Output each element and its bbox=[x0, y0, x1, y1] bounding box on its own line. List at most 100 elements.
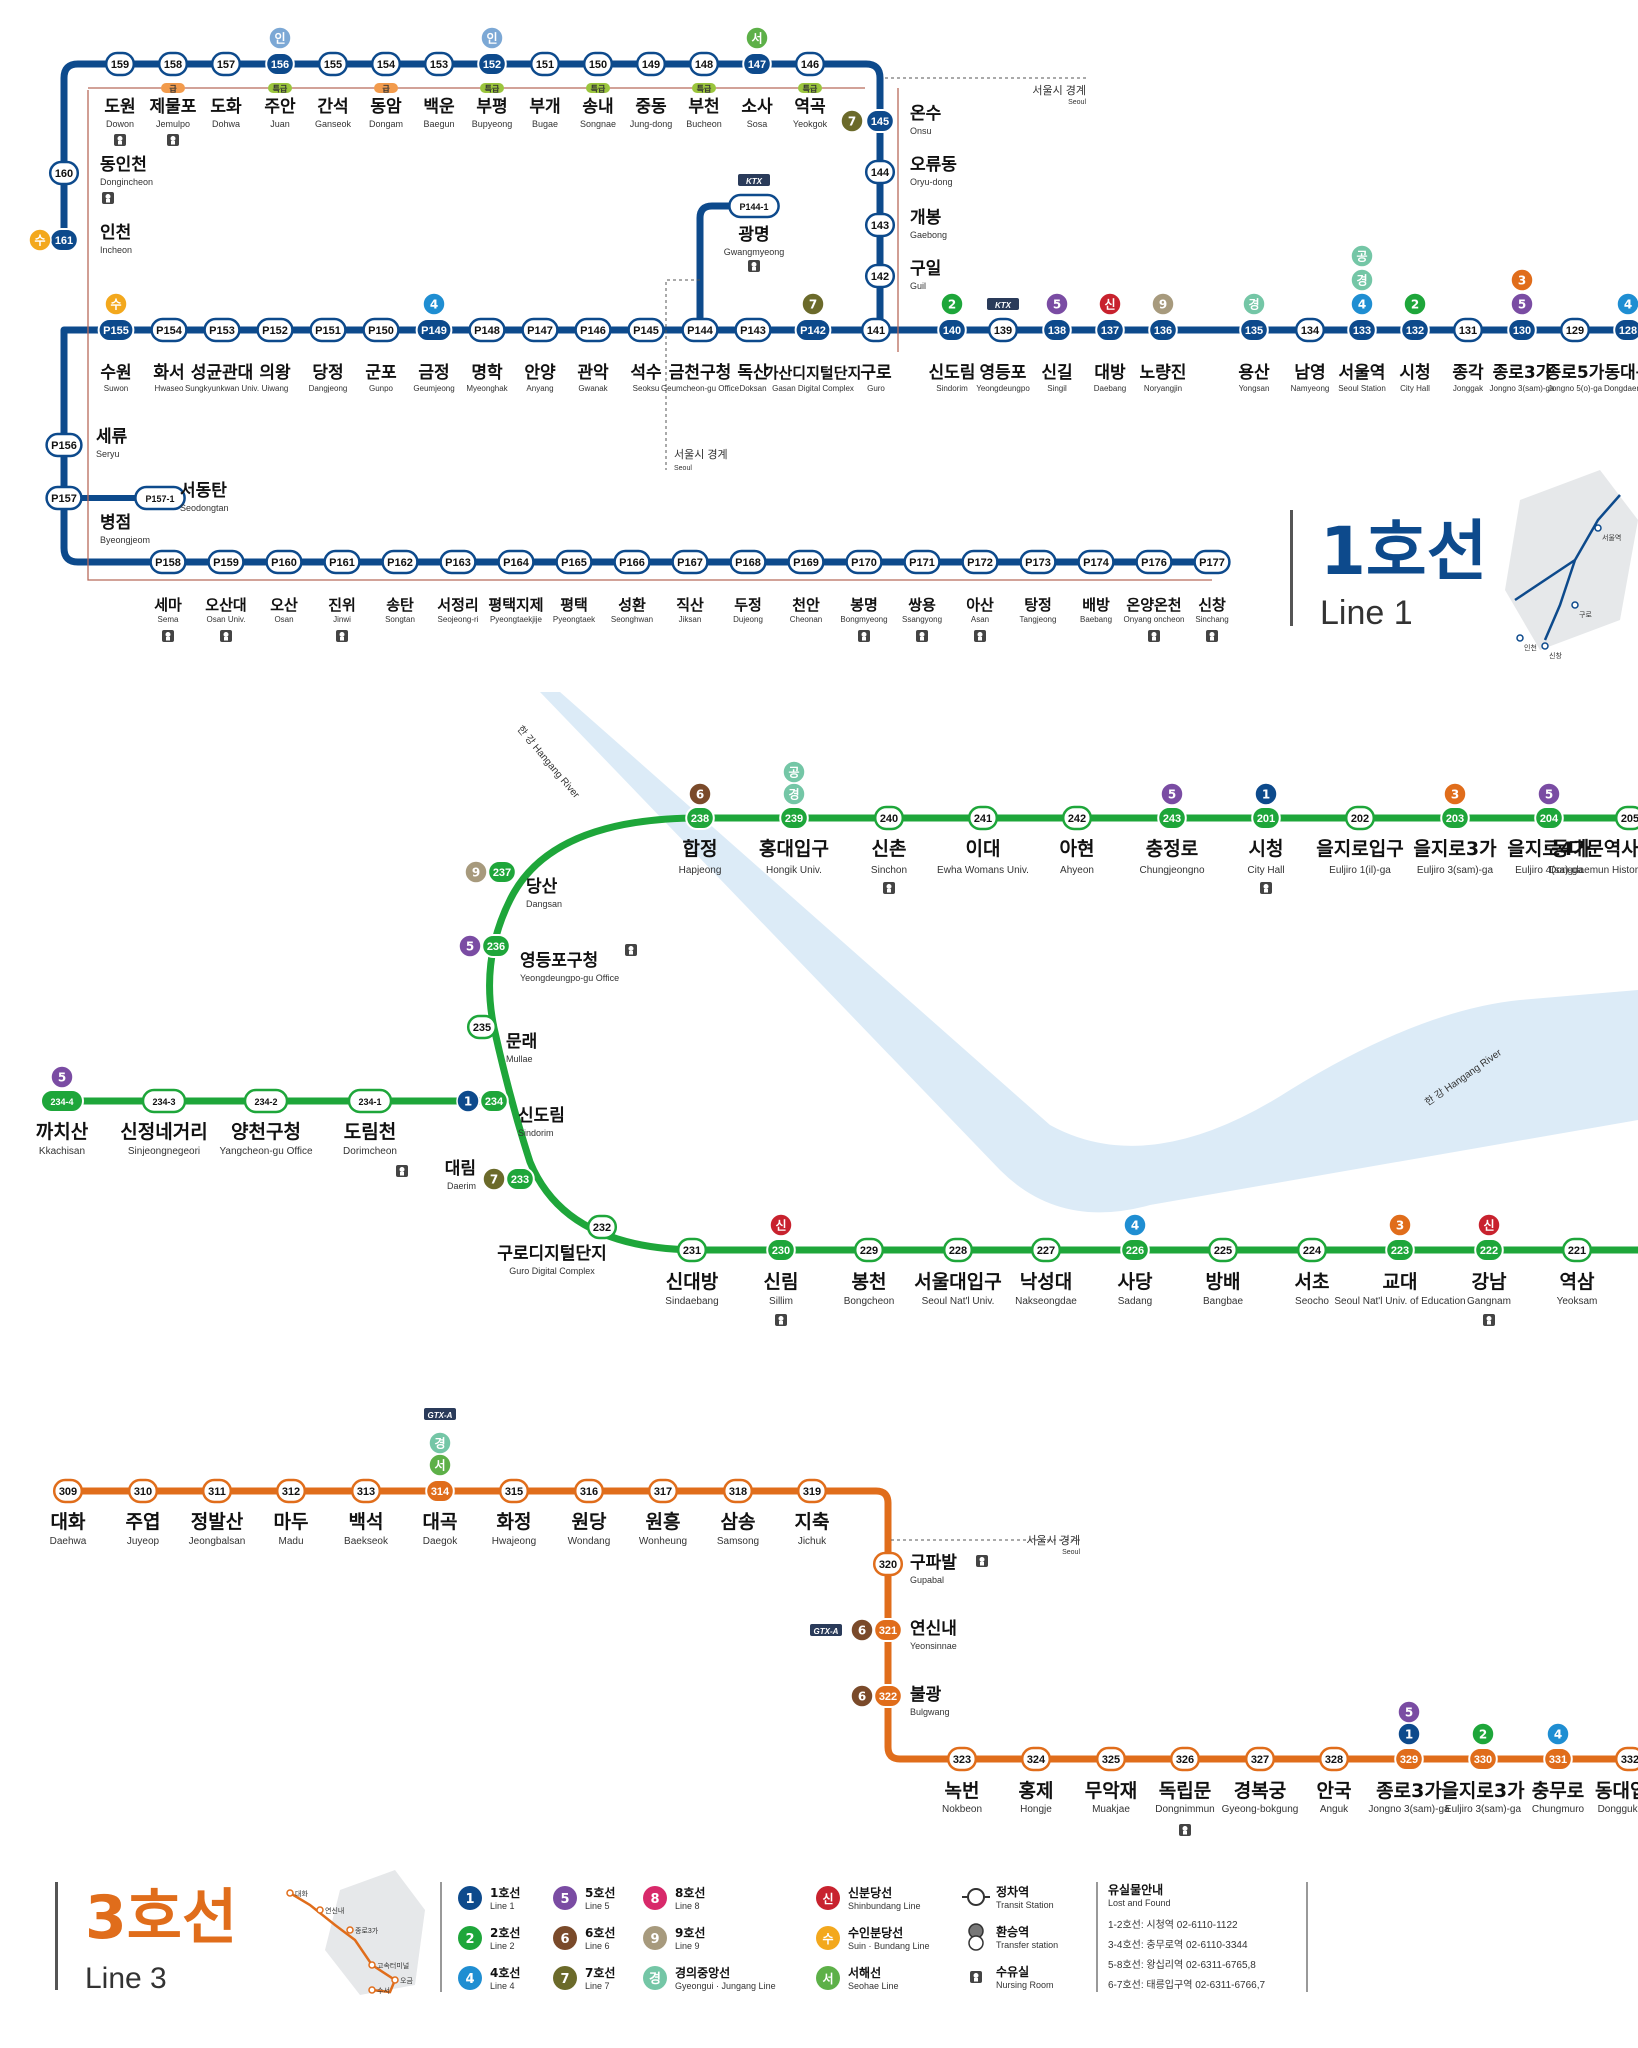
legend-line-en: Suin · Bundang Line bbox=[848, 1941, 930, 1951]
station-circle bbox=[497, 549, 535, 575]
transfer-badge: 신 bbox=[1098, 292, 1122, 316]
station-transfer-marker bbox=[1095, 318, 1125, 342]
station-circle bbox=[141, 1088, 187, 1114]
mini-station-label-3: 오금 bbox=[400, 1977, 413, 1985]
station-transfer-marker bbox=[742, 52, 772, 76]
station-transfer-marker bbox=[1534, 806, 1564, 830]
station-name-ko: 구일 bbox=[910, 259, 941, 279]
mini-station-3 bbox=[368, 1961, 376, 1969]
station-code: 328 bbox=[1325, 1754, 1343, 1766]
legend-line-symbol: 2 bbox=[465, 1932, 474, 1947]
transfer-symbol: 공 bbox=[788, 766, 799, 780]
station-transfer-marker bbox=[265, 52, 295, 76]
station-code: 144 bbox=[871, 167, 890, 179]
legend-line-ko: 8호선 bbox=[675, 1885, 705, 1900]
station-name-en: Ssangyong bbox=[902, 615, 942, 624]
station-name-ko: 배방 bbox=[1082, 596, 1110, 614]
station-circle bbox=[946, 1746, 978, 1772]
transfer-symbol: 4 bbox=[1131, 1219, 1139, 1233]
nursing-body bbox=[779, 1321, 783, 1325]
transfer-symbol: 7 bbox=[809, 298, 817, 312]
nursing-body bbox=[400, 1172, 404, 1176]
station-circle bbox=[1561, 1237, 1593, 1263]
transfer-circle bbox=[688, 782, 712, 806]
station-marker: 137 bbox=[1095, 318, 1125, 342]
nursing-body bbox=[629, 951, 633, 955]
nursing-room-icon bbox=[775, 1314, 787, 1326]
station-transfer-marker bbox=[1507, 318, 1537, 342]
transfer-symbol: 인 bbox=[486, 31, 497, 46]
station-name-ko: 마두 bbox=[274, 1511, 309, 1533]
transfer-badge: 공 bbox=[782, 760, 806, 784]
station-code: P170 bbox=[851, 557, 877, 569]
transfer-symbol: 1 bbox=[1405, 1728, 1413, 1742]
station-name-en: Euljiro 3(sam)-ga bbox=[1445, 1804, 1522, 1815]
station-code: P150 bbox=[368, 325, 394, 337]
station-name-ko: 주안 bbox=[264, 97, 296, 117]
nursing-head bbox=[886, 884, 892, 889]
station-marker: 150 bbox=[582, 51, 614, 77]
nursing-room-icon bbox=[1179, 1824, 1191, 1836]
station-name-ko: 평택지제 bbox=[488, 596, 543, 614]
station-marker: P157 bbox=[45, 485, 83, 511]
seoul-border-label-l3-en: Seoul bbox=[1062, 1549, 1080, 1556]
station-code: P173 bbox=[1025, 557, 1051, 569]
station-transfer-marker bbox=[1347, 318, 1377, 342]
rail-tag-text: GTX-A bbox=[428, 1411, 453, 1420]
legend-line-symbol: 9 bbox=[650, 1932, 659, 1947]
station-circle bbox=[210, 51, 242, 77]
station-code: 313 bbox=[357, 1486, 375, 1498]
transfer-badge: 수 bbox=[28, 228, 52, 252]
station-name-en: Ewha Womans Univ. bbox=[937, 865, 1029, 876]
station-circle bbox=[423, 51, 455, 77]
legend-line-symbol: 서 bbox=[822, 1971, 833, 1986]
station-marker: 147 bbox=[742, 52, 772, 76]
station-marker: 128 bbox=[1613, 318, 1638, 342]
station-name-en: Nakseongdae bbox=[1015, 1296, 1077, 1307]
station-marker: P163 bbox=[439, 549, 477, 575]
station-name-en: Jemulpo bbox=[156, 119, 190, 129]
transfer-symbol: 4 bbox=[430, 298, 438, 312]
station-name-en: Bongcheon bbox=[844, 1296, 895, 1307]
station-marker: 322 bbox=[873, 1684, 903, 1708]
express-badge: 특급 bbox=[798, 83, 822, 94]
nursing-head bbox=[979, 1557, 985, 1562]
station-circle bbox=[323, 549, 361, 575]
station-code: P155 bbox=[103, 325, 129, 337]
station-circle bbox=[860, 317, 892, 343]
express-badge: 특급 bbox=[692, 83, 716, 94]
station-transfer-marker bbox=[1400, 318, 1430, 342]
station-code: 157 bbox=[217, 59, 235, 71]
legend-station-ko: 수유실 bbox=[996, 1964, 1029, 1979]
station-marker: P171 bbox=[903, 549, 941, 575]
nursing-room-icon bbox=[970, 1971, 982, 1983]
legend-line-ko: 5호선 bbox=[585, 1885, 615, 1900]
nursing-room-icon bbox=[167, 134, 179, 146]
station-marker: 331 bbox=[1543, 1747, 1573, 1771]
station-name-en: Sindaebang bbox=[665, 1296, 718, 1307]
station-name-en: Gasan Digital Complex bbox=[772, 384, 854, 393]
station-code: P143 bbox=[740, 325, 766, 337]
transfer-symbol: 경 bbox=[1356, 274, 1367, 288]
transfer-circle bbox=[1151, 292, 1175, 316]
station-name-ko: 쌍용 bbox=[908, 596, 936, 614]
station-name-en: Pyeongtaekjije bbox=[490, 615, 543, 624]
station-marker: 157 bbox=[210, 51, 242, 77]
station-name-en: Hapjeong bbox=[679, 865, 722, 876]
station-code: 322 bbox=[879, 1691, 897, 1703]
station-name-en: Geumcheon-gu Office bbox=[661, 384, 740, 393]
station-marker: 149 bbox=[635, 51, 667, 77]
nursing-body bbox=[752, 267, 756, 271]
station-circle bbox=[1244, 1746, 1276, 1772]
transfer-symbol: 9 bbox=[1159, 298, 1167, 312]
transfer-circle bbox=[840, 109, 864, 133]
transfer-badge: 5 bbox=[1397, 1700, 1421, 1724]
station-name-ko: 서동탄 bbox=[180, 481, 227, 501]
station-name-ko: 오산 bbox=[270, 596, 298, 614]
station-marker: 134 bbox=[1294, 317, 1326, 343]
station-name-en: Geumjeong bbox=[413, 384, 454, 393]
transfer-badge: 경 bbox=[428, 1431, 452, 1455]
express-pill bbox=[798, 83, 822, 93]
station-name-ko: 방배 bbox=[1206, 1271, 1241, 1293]
